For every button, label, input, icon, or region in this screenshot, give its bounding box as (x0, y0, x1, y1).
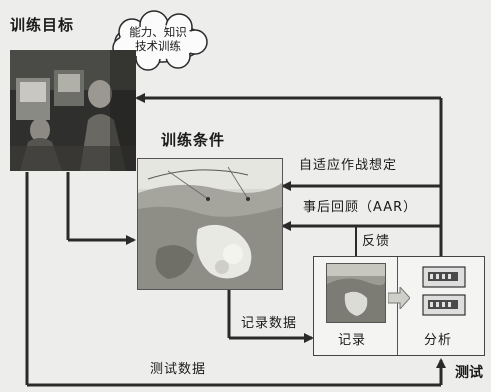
feedback-label: 反馈 (362, 234, 391, 249)
record-label: 记录 (338, 333, 367, 348)
cloud-line-1: 能力、知识 (129, 25, 187, 39)
record-data-label: 记录数据 (241, 316, 298, 331)
cloud-line-2: 技术训练 (135, 39, 181, 53)
test-label: 测试 (455, 365, 483, 381)
analysis-label: 分析 (424, 333, 453, 348)
process-arrow-icon (388, 287, 410, 309)
record-photo (326, 263, 386, 323)
adaptive-scenario-label: 自适应作战想定 (299, 158, 398, 173)
record-analysis-panel: 记录 分析 (313, 256, 485, 356)
test-data-label: 测试数据 (150, 362, 207, 377)
training-goal-photo (10, 50, 136, 171)
analysis-server-icon (422, 266, 466, 316)
aar-label: 事后回顾（AAR） (303, 200, 418, 215)
cloud-shape (108, 10, 208, 71)
training-goal-title: 训练目标 (10, 16, 75, 34)
training-conditions-photo (137, 158, 283, 290)
training-conditions-title: 训练条件 (161, 131, 226, 149)
panel-divider (397, 257, 398, 355)
cloud-text: 能力、知识 技术训练 (122, 25, 194, 53)
